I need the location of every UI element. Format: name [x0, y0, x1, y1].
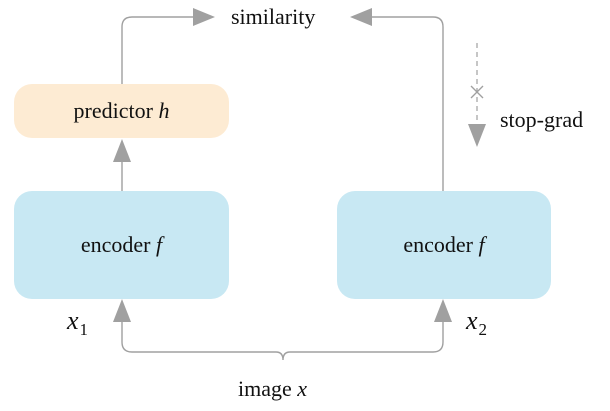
input-right-symbol: x — [466, 306, 478, 335]
input-right-subscript: 2 — [478, 320, 488, 339]
stop-grad-cross-icon — [470, 85, 484, 99]
image-symbol: x — [297, 376, 308, 401]
arrowhead-to-similarity-left — [193, 8, 215, 26]
arrowhead-to-predictor — [113, 139, 131, 162]
predictor-symbol: h — [158, 98, 170, 123]
input-left-symbol: x — [67, 306, 79, 335]
image-text: image — [238, 376, 292, 401]
arrowhead-to-encoder-left — [113, 299, 131, 322]
encoder-right-text: encoder — [403, 232, 473, 257]
image-label: image x — [238, 378, 307, 400]
encoder-left-label: encoder f — [81, 234, 162, 256]
input-right-label: x2 — [466, 306, 488, 339]
similarity-text: similarity — [231, 4, 316, 29]
stop-grad-label: stop-grad — [500, 109, 583, 131]
predictor-box: predictor h — [14, 84, 229, 138]
stop-grad-arrowhead — [468, 124, 486, 147]
arrowhead-to-encoder-right — [434, 299, 452, 322]
edge-predictor-to-similarity — [121, 16, 212, 84]
encoder-right-box: encoder f — [337, 191, 551, 299]
predictor-label: predictor h — [74, 100, 170, 122]
edge-encoder-right-to-similarity — [353, 16, 444, 191]
encoder-left-text: encoder — [80, 232, 151, 257]
similarity-label: similarity — [231, 6, 315, 28]
input-left-subscript: 1 — [79, 320, 89, 339]
encoder-left-symbol: f — [156, 232, 163, 257]
encoder-right-symbol: f — [478, 232, 485, 257]
stop-grad-text: stop-grad — [500, 107, 584, 132]
input-left-label: x1 — [67, 306, 89, 339]
encoder-left-box: encoder f — [14, 191, 229, 299]
image-input-path — [121, 310, 444, 361]
predictor-text: predictor — [73, 98, 153, 123]
encoder-right-label: encoder f — [403, 234, 484, 256]
arrowhead-to-similarity-right — [350, 8, 372, 26]
